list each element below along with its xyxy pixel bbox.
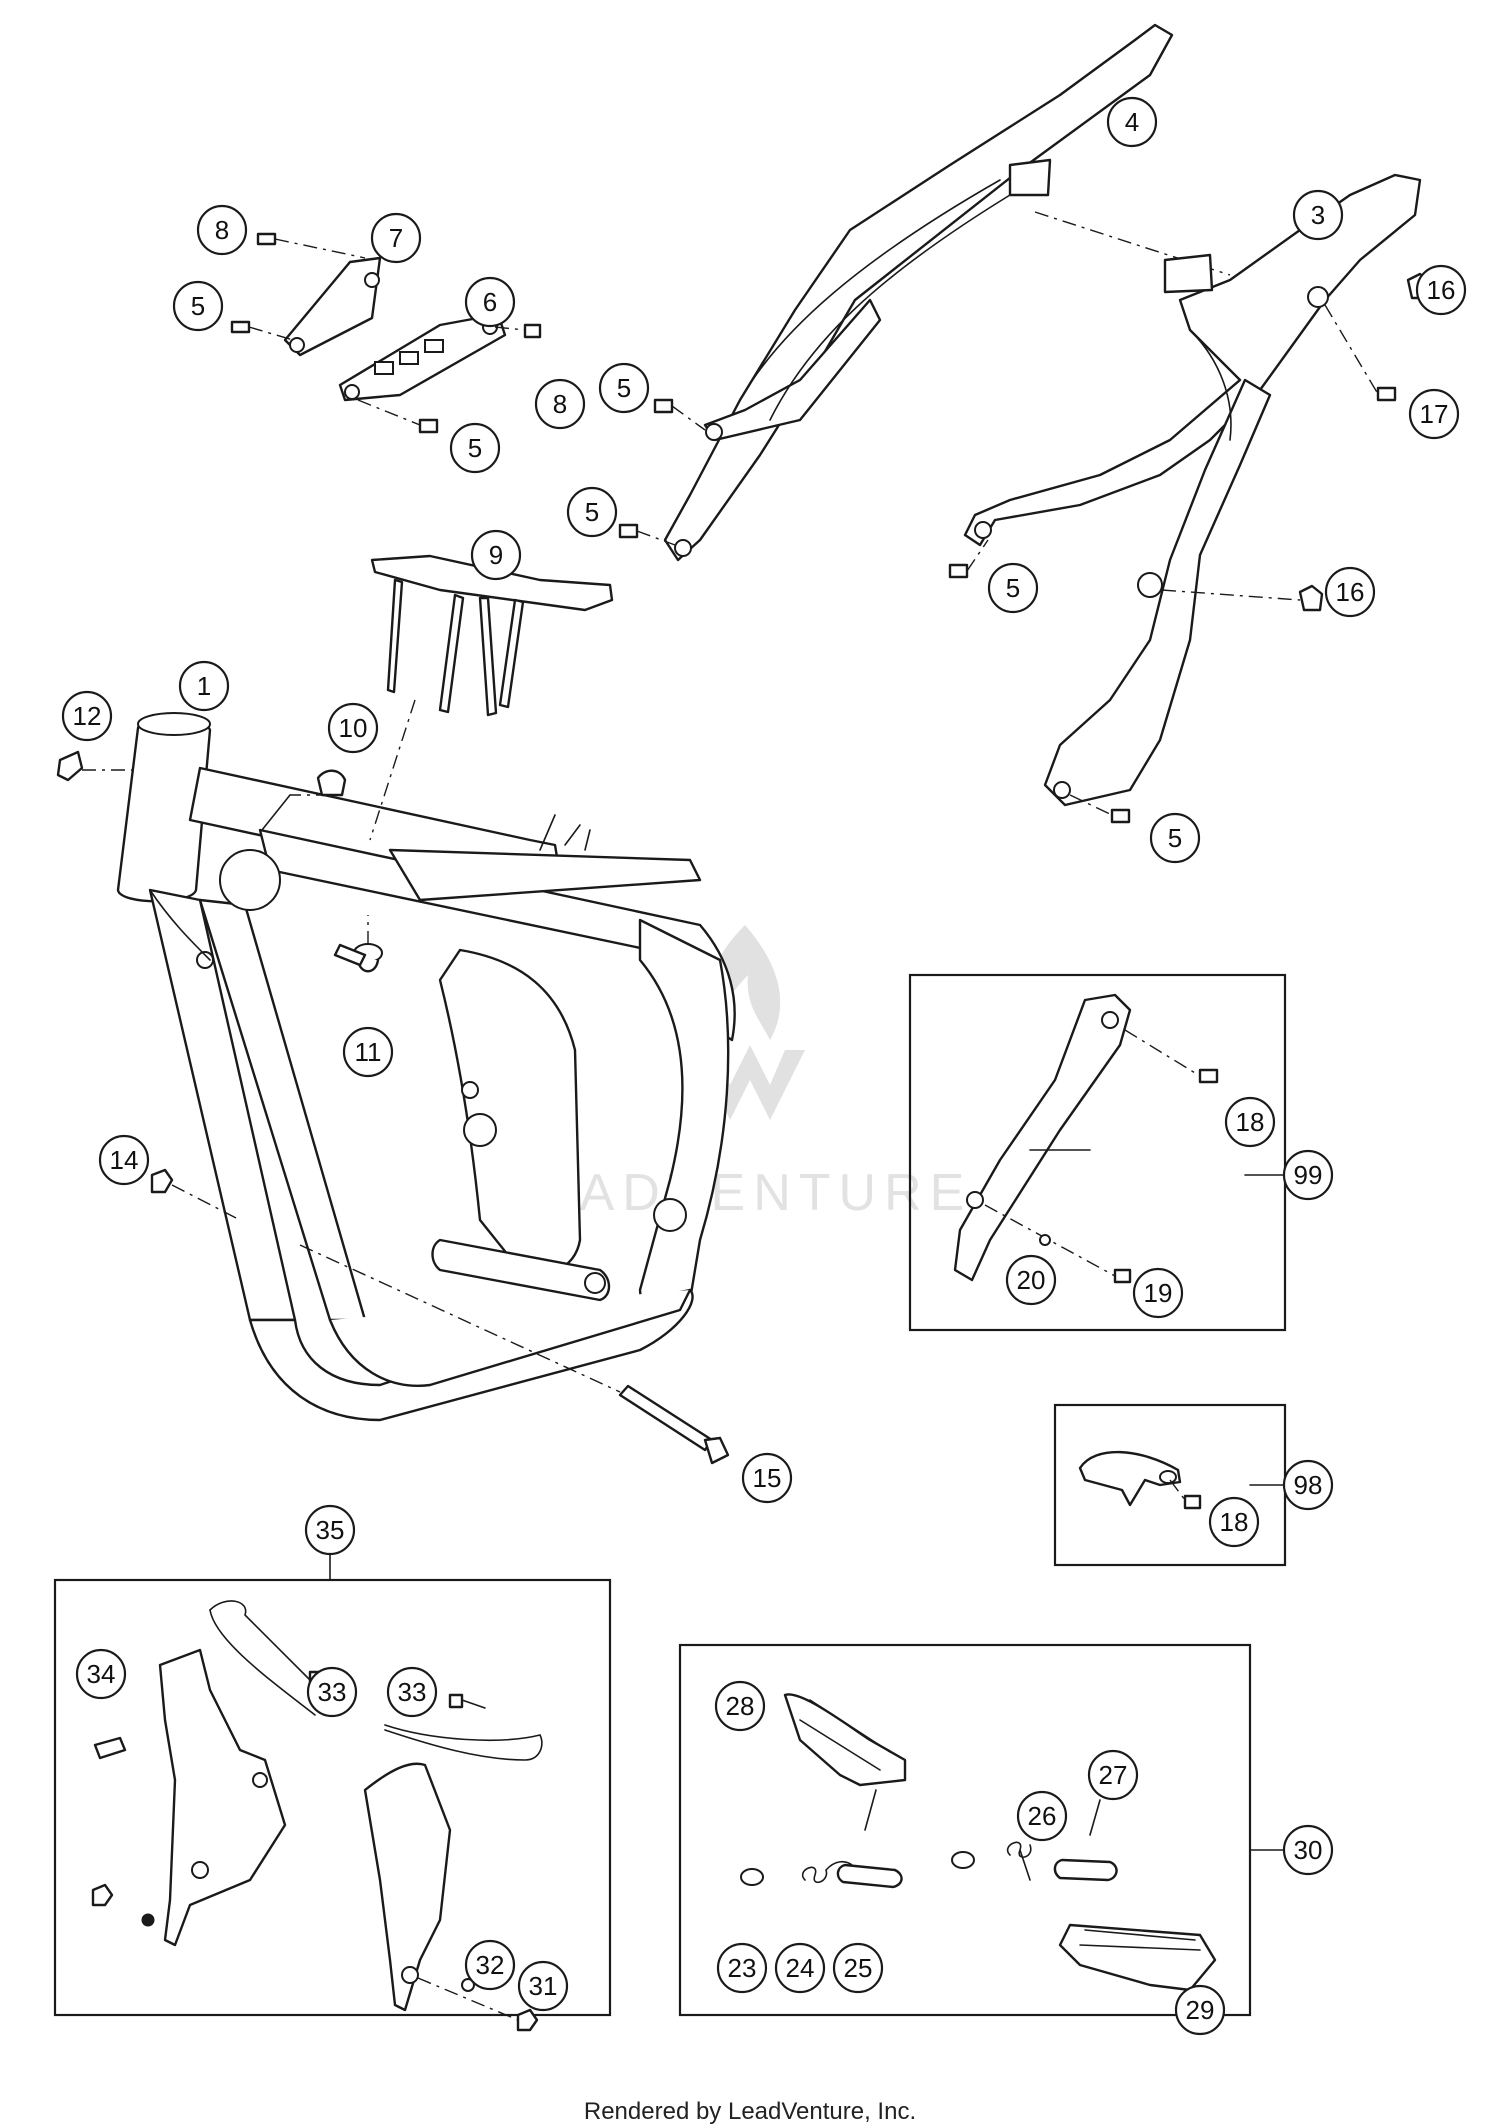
callout-9-label: 9 [489, 540, 503, 570]
callout-33: 33 [306, 1666, 358, 1718]
callout-20-label: 20 [1017, 1265, 1046, 1295]
box-30 [678, 1643, 1252, 2017]
callout-28: 28 [714, 1680, 766, 1732]
box-99 [908, 973, 1287, 1332]
callout-23-label: 23 [728, 1953, 757, 1983]
callout-16: 16 [1324, 566, 1376, 618]
callout-9: 9 [470, 529, 522, 581]
callout-18-label: 18 [1236, 1107, 1265, 1137]
callout-23: 23 [716, 1942, 768, 1994]
engine-mount-brackets [230, 232, 542, 434]
callout-8: 8 [534, 378, 586, 430]
callout-8-label: 8 [553, 389, 567, 419]
callout-35: 35 [304, 1504, 356, 1556]
callout-14: 14 [98, 1134, 150, 1186]
callout-18-label: 18 [1220, 1507, 1249, 1537]
callout-34-label: 34 [87, 1659, 116, 1689]
callout-5-label: 5 [1006, 573, 1020, 603]
callout-98: 98 [1282, 1459, 1334, 1511]
frame-small-parts [56, 750, 730, 1465]
subframe-right [948, 173, 1432, 824]
callout-5-label: 5 [1168, 823, 1182, 853]
callout-28-label: 28 [726, 1691, 755, 1721]
footer-credit: Rendered by LeadVenture, Inc. [583, 2098, 917, 2125]
callout-32: 32 [464, 1939, 516, 1991]
callout-99: 99 [1282, 1149, 1334, 1201]
callout-10-label: 10 [339, 713, 368, 743]
callout-35-label: 35 [316, 1515, 345, 1545]
callout-16-label: 16 [1336, 577, 1365, 607]
callout-99-label: 99 [1294, 1160, 1323, 1190]
subframe-left [618, 23, 1231, 562]
callout-19: 19 [1132, 1267, 1184, 1319]
callout-7-label: 7 [389, 223, 403, 253]
callout-8: 8 [196, 204, 248, 256]
callout-12: 12 [61, 690, 113, 742]
callout-19-label: 19 [1144, 1278, 1173, 1308]
callout-7: 7 [370, 212, 422, 264]
callout-6-label: 6 [483, 287, 497, 317]
callout-10: 10 [327, 702, 379, 754]
callout-3: 3 [1292, 189, 1344, 241]
callout-16: 16 [1415, 264, 1467, 316]
callout-20: 20 [1005, 1254, 1057, 1306]
callout-26-label: 26 [1028, 1801, 1057, 1831]
callout-4-label: 4 [1125, 107, 1139, 137]
callout-26: 26 [1016, 1790, 1068, 1842]
callout-29-label: 29 [1186, 1995, 1215, 2025]
callout-16-label: 16 [1427, 275, 1456, 305]
callout-11: 11 [342, 1026, 394, 1078]
callout-18: 18 [1224, 1096, 1276, 1148]
callout-17-label: 17 [1420, 399, 1449, 429]
callout-12-label: 12 [73, 701, 102, 731]
main-frame [116, 712, 736, 1422]
callout-27: 27 [1087, 1749, 1139, 1801]
callout-5: 5 [1149, 812, 1201, 864]
callout-5: 5 [172, 280, 224, 332]
callout-25: 25 [832, 1942, 884, 1994]
callout-25-label: 25 [844, 1953, 873, 1983]
callout-34: 34 [75, 1648, 127, 1700]
callout-98-label: 98 [1294, 1470, 1323, 1500]
callout-29: 29 [1174, 1984, 1226, 2036]
callout-5: 5 [987, 562, 1039, 614]
callout-14-label: 14 [110, 1145, 139, 1175]
box-35 [53, 1554, 612, 2032]
callout-32-label: 32 [476, 1950, 505, 1980]
callout-18: 18 [1208, 1496, 1260, 1548]
callout-3-label: 3 [1311, 200, 1325, 230]
callout-5-label: 5 [617, 373, 631, 403]
callout-17: 17 [1408, 388, 1460, 440]
callout-31: 31 [517, 1960, 569, 2012]
callout-15-label: 15 [753, 1463, 782, 1493]
callout-5-label: 5 [191, 291, 205, 321]
callout-11-label: 11 [355, 1037, 382, 1067]
callout-30: 30 [1282, 1824, 1334, 1876]
callout-5: 5 [598, 362, 650, 414]
callout-31-label: 31 [529, 1971, 558, 2001]
callout-33: 33 [386, 1666, 438, 1718]
callout-leaders [1029, 1149, 1286, 1851]
callout-5-label: 5 [468, 433, 482, 463]
callout-24-label: 24 [786, 1953, 815, 1983]
callout-5: 5 [449, 422, 501, 474]
callout-1-label: 1 [197, 671, 211, 701]
callout-30-label: 30 [1294, 1835, 1323, 1865]
callout-27-label: 27 [1099, 1760, 1128, 1790]
box-98 [1053, 1403, 1287, 1567]
callout-6: 6 [464, 276, 516, 328]
callout-15: 15 [741, 1452, 793, 1504]
callout-8-label: 8 [215, 215, 229, 245]
callout-24: 24 [774, 1942, 826, 1994]
callout-5-label: 5 [585, 497, 599, 527]
callout-5: 5 [566, 486, 618, 538]
number-plate-mount [369, 554, 614, 841]
callout-1: 1 [178, 660, 230, 712]
callout-33-label: 33 [398, 1677, 427, 1707]
callout-4: 4 [1106, 96, 1158, 148]
callout-33-label: 33 [318, 1677, 347, 1707]
